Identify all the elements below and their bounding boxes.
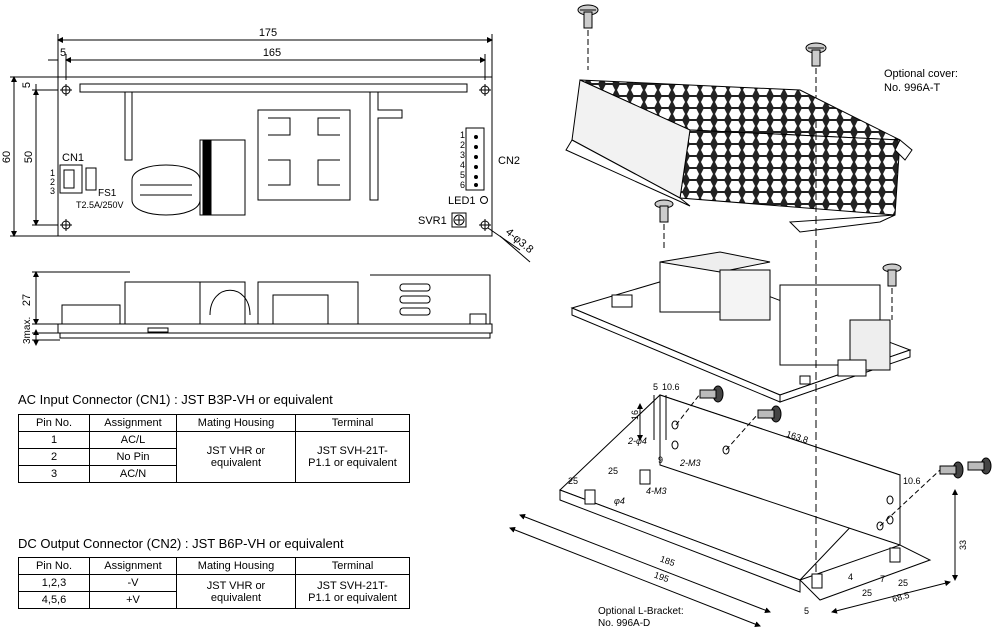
pin-no-cell: 3 bbox=[18, 465, 90, 483]
screw-axis bbox=[675, 393, 701, 426]
dim-2-m3: 2-M3 bbox=[680, 458, 701, 468]
header-mating-housing: Mating Housing bbox=[176, 557, 296, 575]
cn1-label: CN1 bbox=[62, 152, 84, 164]
assignment-cell: -V bbox=[89, 574, 177, 592]
header-assignment: Assignment bbox=[89, 557, 177, 575]
dim-10-6-a: 10.6 bbox=[662, 382, 680, 392]
screw-icon-mid-2 bbox=[882, 263, 902, 287]
dim-2-phi4: 2-φ4 bbox=[628, 436, 647, 446]
dim-25-d: 25 bbox=[898, 578, 909, 588]
side-dim-height: 27 bbox=[21, 294, 33, 306]
dim-25-c: 25 bbox=[862, 588, 873, 598]
pin-no-cell: 1 bbox=[18, 431, 90, 449]
header-pin-no: Pin No. bbox=[18, 557, 90, 575]
dim-inner-height: 50 bbox=[23, 151, 35, 163]
screw-axis bbox=[879, 469, 941, 527]
screw-icon-side-4 bbox=[967, 457, 992, 475]
dim-25-b: 25 bbox=[608, 466, 619, 476]
pin-no-cell: 1,2,3 bbox=[18, 574, 90, 592]
cn1-pin-1: 1 bbox=[50, 168, 55, 178]
side-view bbox=[32, 271, 493, 346]
dim-5-b: 5 bbox=[804, 606, 810, 616]
dim-16: 16 bbox=[630, 409, 641, 421]
fuse-label: FS1 bbox=[98, 188, 117, 199]
cn1-pin-2: 2 bbox=[50, 177, 55, 187]
screw-icon-top-2 bbox=[805, 42, 827, 67]
dim-5: 5 bbox=[653, 382, 659, 392]
cover-drawing bbox=[565, 79, 913, 233]
table-row: 2 No Pin bbox=[18, 448, 410, 466]
cn2-pin-4: 4 bbox=[460, 160, 465, 170]
dim-7: 7 bbox=[880, 574, 886, 584]
dim-4-m3: 4-M3 bbox=[646, 486, 667, 496]
cn1-table: Pin No. Assignment Mating Housing Termin… bbox=[18, 414, 410, 483]
side-dim-max: 3max. bbox=[22, 317, 33, 344]
top-view bbox=[10, 34, 531, 263]
screw-icon-side-1 bbox=[699, 385, 724, 403]
table-row: 4,5,6 +V bbox=[18, 591, 410, 609]
housing-cell: JST VHR or equivalent bbox=[176, 574, 296, 609]
hole-label: 4-φ3.8 bbox=[503, 226, 535, 256]
cn2-pin-6: 6 bbox=[460, 180, 465, 190]
header-terminal: Terminal bbox=[295, 557, 410, 575]
terminal-cell: JST SVH-21T-P1.1 or equivalent bbox=[295, 431, 410, 483]
cn1-pin-3: 3 bbox=[50, 186, 55, 196]
pcb-drawing bbox=[570, 251, 912, 403]
svr-label: SVR1 bbox=[418, 215, 447, 227]
cn2-pin-5: 5 bbox=[460, 170, 465, 180]
header-mating-housing: Mating Housing bbox=[176, 414, 296, 432]
dim-25-a: 25 bbox=[568, 476, 579, 486]
pin-no-cell: 4,5,6 bbox=[18, 591, 90, 609]
assignment-cell: +V bbox=[89, 591, 177, 609]
cover-label-line1: Optional cover: bbox=[884, 68, 958, 80]
screw-icon-side-3 bbox=[939, 461, 964, 479]
terminal-cell: JST SVH-21T-P1.1 or equivalent bbox=[295, 574, 410, 609]
header-pin-no: Pin No. bbox=[18, 414, 90, 432]
table-row: 1 AC/L JST VHR or equivalent JST SVH-21T… bbox=[18, 431, 410, 483]
bracket-dimensions bbox=[509, 395, 958, 627]
screw-icon-top-1 bbox=[577, 4, 599, 29]
bracket-label-line1: Optional L-Bracket: bbox=[598, 606, 684, 617]
screw-axis bbox=[725, 413, 759, 451]
cn2-pin-2: 2 bbox=[460, 140, 465, 150]
dim-height: 60 bbox=[1, 151, 13, 163]
dim-10-6-b: 10.6 bbox=[903, 476, 921, 486]
cn2-table: Pin No. Assignment Mating Housing Termin… bbox=[18, 557, 410, 609]
dim-inner-length: 165 bbox=[263, 47, 281, 59]
dim-4: 4 bbox=[848, 572, 854, 582]
table-row: 3 AC/N bbox=[18, 465, 410, 483]
dim-phi4: φ4 bbox=[614, 496, 625, 506]
screw-icon-mid-1 bbox=[654, 199, 674, 223]
dim-offset-top: 5 bbox=[21, 82, 33, 88]
bracket-label-line2: No. 996A-D bbox=[598, 618, 651, 629]
cover-label-line2: No. 996A-T bbox=[884, 82, 941, 94]
assignment-cell: AC/L bbox=[89, 431, 177, 449]
led-label: LED1 bbox=[448, 195, 476, 207]
header-terminal: Terminal bbox=[295, 414, 410, 432]
dim-total-length: 175 bbox=[259, 27, 277, 39]
housing-cell: JST VHR or equivalent bbox=[176, 431, 296, 483]
assignment-cell: AC/N bbox=[89, 465, 177, 483]
header-assignment: Assignment bbox=[89, 414, 177, 432]
dim-33: 33 bbox=[958, 539, 969, 551]
dim-9: 9 bbox=[658, 455, 664, 465]
screw-icon-side-2 bbox=[757, 405, 782, 423]
assignment-cell: No Pin bbox=[89, 448, 177, 466]
pin-no-cell: 2 bbox=[18, 448, 90, 466]
cn2-table-title: DC Output Connector (CN2) : JST B6P-VH o… bbox=[18, 536, 344, 551]
dim-offset-left: 5 bbox=[60, 47, 66, 59]
cn1-table-title: AC Input Connector (CN1) : JST B3P-VH or… bbox=[18, 392, 333, 407]
cn2-label: CN2 bbox=[498, 155, 520, 167]
table-row: 1,2,3 -V JST VHR or equivalent JST SVH-2… bbox=[18, 574, 410, 609]
l-bracket-drawing bbox=[559, 394, 932, 601]
cn2-pin-3: 3 bbox=[460, 150, 465, 160]
fuse-rating: T2.5A/250V bbox=[76, 200, 124, 210]
cn2-pin-1: 1 bbox=[460, 130, 465, 140]
